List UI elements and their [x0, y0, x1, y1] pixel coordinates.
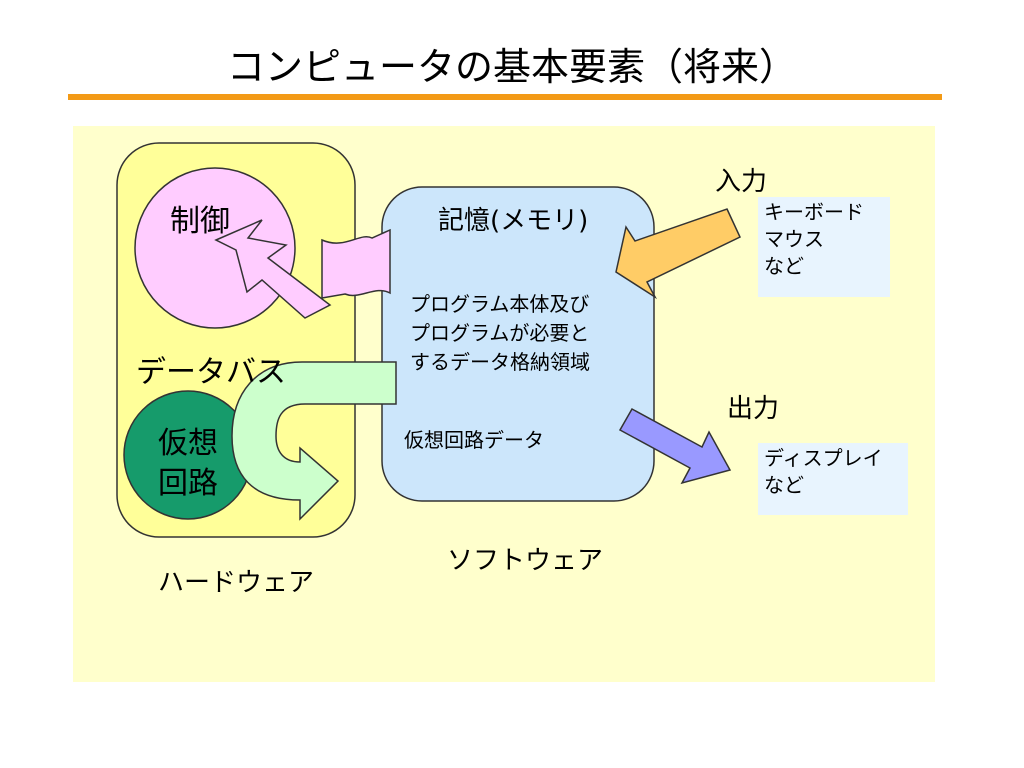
lightning-bolt-icon	[214, 219, 332, 319]
memory-program-area-line3: するデータ格納領域	[410, 350, 590, 374]
title-underline	[68, 94, 942, 100]
software-caption: ソフトウェア	[447, 546, 604, 576]
control-memory-banner	[321, 228, 391, 299]
control-circle	[134, 167, 296, 329]
hardware-caption: ハードウェア	[158, 568, 315, 598]
memory-box	[381, 186, 655, 502]
output-device-etc: など	[764, 473, 804, 497]
input-device-mouse: マウス	[764, 227, 824, 251]
output-arrow	[618, 407, 732, 485]
memory-title: 記憶(メモリ)	[438, 206, 589, 236]
virtual-circuit-label-line2: 回路	[158, 466, 218, 501]
databus-arrow	[231, 361, 397, 521]
virtual-circuit-label-line1: 仮想	[158, 426, 218, 461]
output-devices-box: ディスプレイ など	[758, 443, 908, 515]
control-label: 制御	[170, 204, 230, 239]
output-heading: 出力	[727, 394, 780, 424]
input-device-keyboard: キーボード	[764, 200, 864, 224]
output-device-display: ディスプレイ	[764, 446, 883, 470]
input-devices-box: キーボード マウス など	[758, 197, 890, 297]
virtual-circuit-data-label: 仮想回路データ	[404, 428, 544, 452]
memory-program-area-line2: プログラムが必要と	[410, 321, 590, 345]
input-arrow	[615, 208, 741, 300]
input-heading: 入力	[715, 167, 768, 197]
memory-program-area-line1: プログラム本体及び	[410, 292, 590, 316]
databus-label: データバス	[136, 355, 286, 390]
slide-title: コンピュータの基本要素（将来）	[226, 45, 797, 89]
input-device-etc: など	[764, 254, 804, 278]
